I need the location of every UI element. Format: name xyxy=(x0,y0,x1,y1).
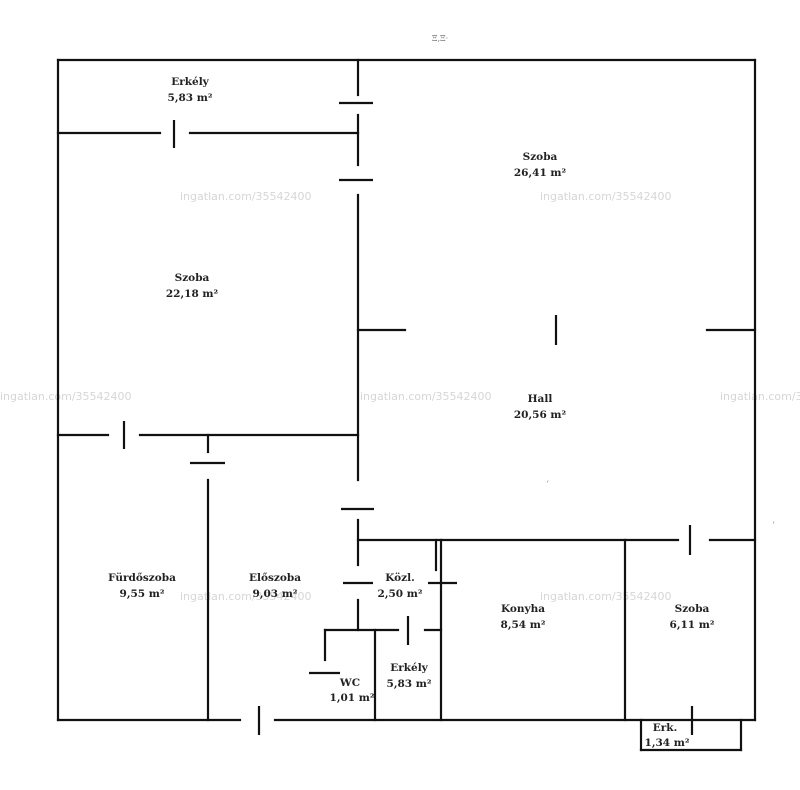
room-area-hall: 20,56 m² xyxy=(514,409,567,421)
room-label-wc: WC xyxy=(339,677,360,689)
room-label-szoba-small: Szoba xyxy=(675,603,710,615)
watermark: ingatlan.com/35542400 xyxy=(180,190,312,203)
watermark: ingatlan.com/35542400 xyxy=(0,0,107,1)
watermark: ingatlan.com/35542400 xyxy=(180,590,312,603)
room-label-eloszoba: Előszoba xyxy=(249,571,301,584)
watermark: ingatlan.com/35542400 xyxy=(360,390,492,403)
room-label-furdoszoba: Fürdőszoba xyxy=(108,571,176,584)
watermark: ingatlan.com/35542400 xyxy=(0,390,132,403)
doors xyxy=(122,101,694,735)
watermark: ingatlan.com/35542400 xyxy=(720,0,800,1)
room-area-kozl: 2,50 m² xyxy=(378,588,423,600)
room-area-erkely-small: 5,83 m² xyxy=(387,678,432,690)
room-label-erkely-top: Erkély xyxy=(171,76,209,88)
watermark: ingatlan.com/35542400 xyxy=(540,590,672,603)
room-area-eloszoba: 9,03 m² xyxy=(253,588,298,600)
room-area-erk: 1,34 m² xyxy=(645,737,690,749)
room-area-wc: 1,01 m² xyxy=(330,692,375,704)
walls xyxy=(56,58,757,752)
room-label-konyha: Konyha xyxy=(501,603,545,615)
watermark: ingatlan.com/35542400 xyxy=(540,190,672,203)
stray-mark: ‘ xyxy=(772,520,775,531)
room-area-furdoszoba: 9,55 m² xyxy=(120,588,165,600)
room-label-erkely-small: Erkély xyxy=(390,662,428,674)
watermark-group: ingatlan.com/35542400 ingatlan.com/35542… xyxy=(0,0,800,603)
top-note: Ξ‚Ξ· xyxy=(432,34,448,43)
room-area-szoba-large: 26,41 m² xyxy=(514,167,567,179)
room-label-erk: Erk. xyxy=(653,722,677,734)
room-area-szoba-small: 6,11 m² xyxy=(670,619,715,631)
room-label-hall: Hall xyxy=(528,393,553,405)
room-area-erkely-top: 5,83 m² xyxy=(168,92,213,104)
room-label-szoba-left: Szoba xyxy=(175,272,210,284)
watermark: ingatlan.com/35542400 xyxy=(355,0,487,1)
room-area-szoba-left: 22,18 m² xyxy=(166,288,219,300)
stray-mark: ‘ xyxy=(546,479,549,490)
room-area-konyha: 8,54 m² xyxy=(501,619,546,631)
room-label-szoba-large: Szoba xyxy=(523,151,558,163)
watermark: ingatlan.com/35542400 xyxy=(720,390,800,403)
room-label-kozl: Közl. xyxy=(385,572,415,584)
room-labels: Erkély 5,83 m² Szoba 26,41 m² Szoba 22,1… xyxy=(108,76,715,749)
